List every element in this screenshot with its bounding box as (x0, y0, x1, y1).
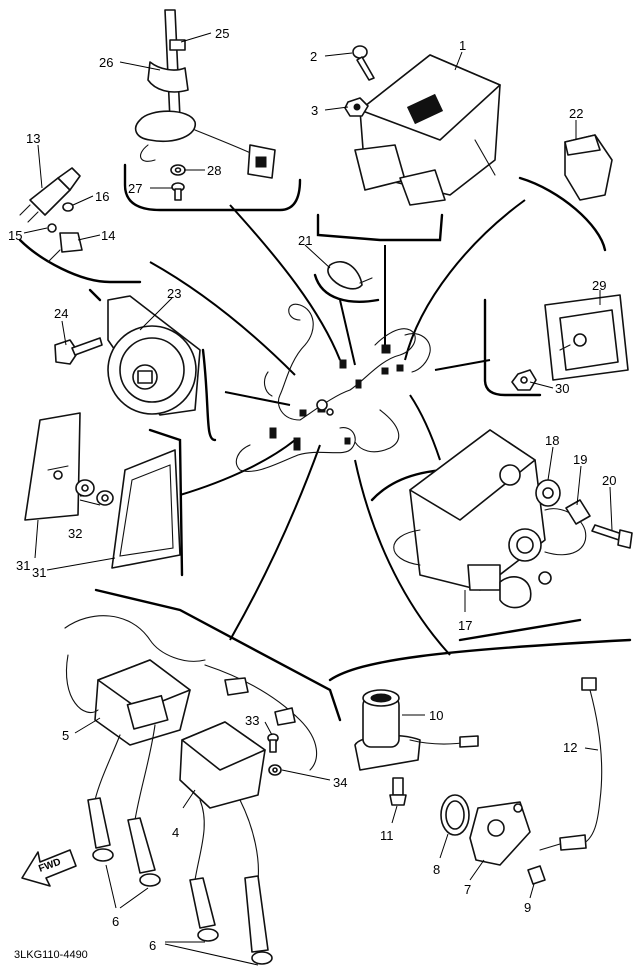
washer-34 (268, 764, 282, 776)
callout-11: 11 (380, 828, 394, 843)
fuel-sender-26 (134, 9, 276, 179)
washer-16 (62, 202, 74, 212)
bolt-2 (352, 45, 375, 81)
screw-27 (171, 182, 185, 201)
callout-7: 7 (464, 882, 471, 897)
callout-4: 4 (172, 825, 179, 840)
servo-motor-17 (393, 429, 587, 609)
relay-22 (564, 134, 613, 201)
bolt-9 (527, 865, 546, 885)
callout-9: 9 (524, 900, 531, 915)
damper-18 (535, 479, 561, 507)
callout-6a: 6 (112, 914, 119, 929)
callout-5: 5 (62, 728, 69, 743)
callout-30: 30 (555, 381, 569, 396)
callout-1: 1 (459, 38, 466, 53)
callout-17: 17 (458, 618, 472, 633)
sensor-10 (354, 689, 479, 771)
callout-16: 16 (95, 189, 109, 204)
cdi-unit (354, 54, 501, 206)
callout-3: 3 (311, 103, 318, 118)
collar-19 (565, 499, 591, 525)
reflector-31-right (111, 449, 181, 569)
callout-33: 33 (245, 713, 259, 728)
screw-11 (389, 777, 407, 806)
callout-27: 27 (128, 181, 142, 196)
horn-23 (107, 295, 201, 416)
lead-wire-12 (539, 677, 603, 851)
drawing-code: 3LKG110-4490 (14, 949, 88, 961)
callout-8: 8 (433, 862, 440, 877)
callout-25: 25 (215, 26, 229, 41)
callout-32: 32 (68, 526, 82, 541)
screw-15 (47, 223, 57, 233)
fwd-arrow-icon: FWD (21, 849, 77, 887)
callout-2: 2 (310, 49, 317, 64)
o-ring-8 (440, 794, 470, 836)
callout-24: 24 (54, 306, 68, 321)
bolt-24 (54, 337, 103, 365)
callout-26: 26 (99, 55, 113, 70)
washer-28 (170, 164, 186, 176)
callout-28: 28 (207, 163, 221, 178)
group-brackets (18, 163, 632, 722)
reflector-29 (544, 294, 629, 381)
callout-23: 23 (167, 286, 181, 301)
callout-34: 34 (333, 775, 347, 790)
callout-21: 21 (298, 233, 312, 248)
callout-20: 20 (602, 473, 616, 488)
nut-3 (344, 97, 369, 117)
callout-6b: 6 (149, 938, 156, 953)
callout-15: 15 (8, 228, 22, 243)
plug-caps-6 (87, 797, 273, 965)
ignition-coil-5 (64, 615, 206, 821)
grommet-32 (75, 479, 114, 506)
ignition-coil-4 (179, 664, 318, 881)
callout-14: 14 (101, 228, 115, 243)
frame-outline (235, 303, 431, 472)
callout-31a: 31 (16, 558, 30, 573)
callout-29: 29 (592, 278, 606, 293)
callout-13: 13 (26, 131, 40, 146)
bolt-33 (267, 733, 279, 753)
callout-12: 12 (563, 740, 577, 755)
routing-lines (149, 199, 526, 656)
reflector-31-left (24, 412, 81, 521)
plate-7 (469, 801, 531, 866)
callout-leaders (23, 32, 613, 966)
callout-numbers: 1 2 3 4 5 6 6 7 8 9 10 11 12 13 14 15 16… (8, 26, 616, 953)
switch-14 (47, 232, 83, 263)
thermo-switch-13 (19, 167, 81, 223)
nut-30 (511, 369, 537, 391)
clamp-21 (327, 261, 373, 290)
callout-10: 10 (429, 708, 443, 723)
callout-31b: 31 (32, 565, 46, 580)
bolt-20 (591, 524, 633, 549)
callout-19: 19 (573, 452, 587, 467)
callout-22: 22 (569, 106, 583, 121)
callout-18: 18 (545, 433, 559, 448)
